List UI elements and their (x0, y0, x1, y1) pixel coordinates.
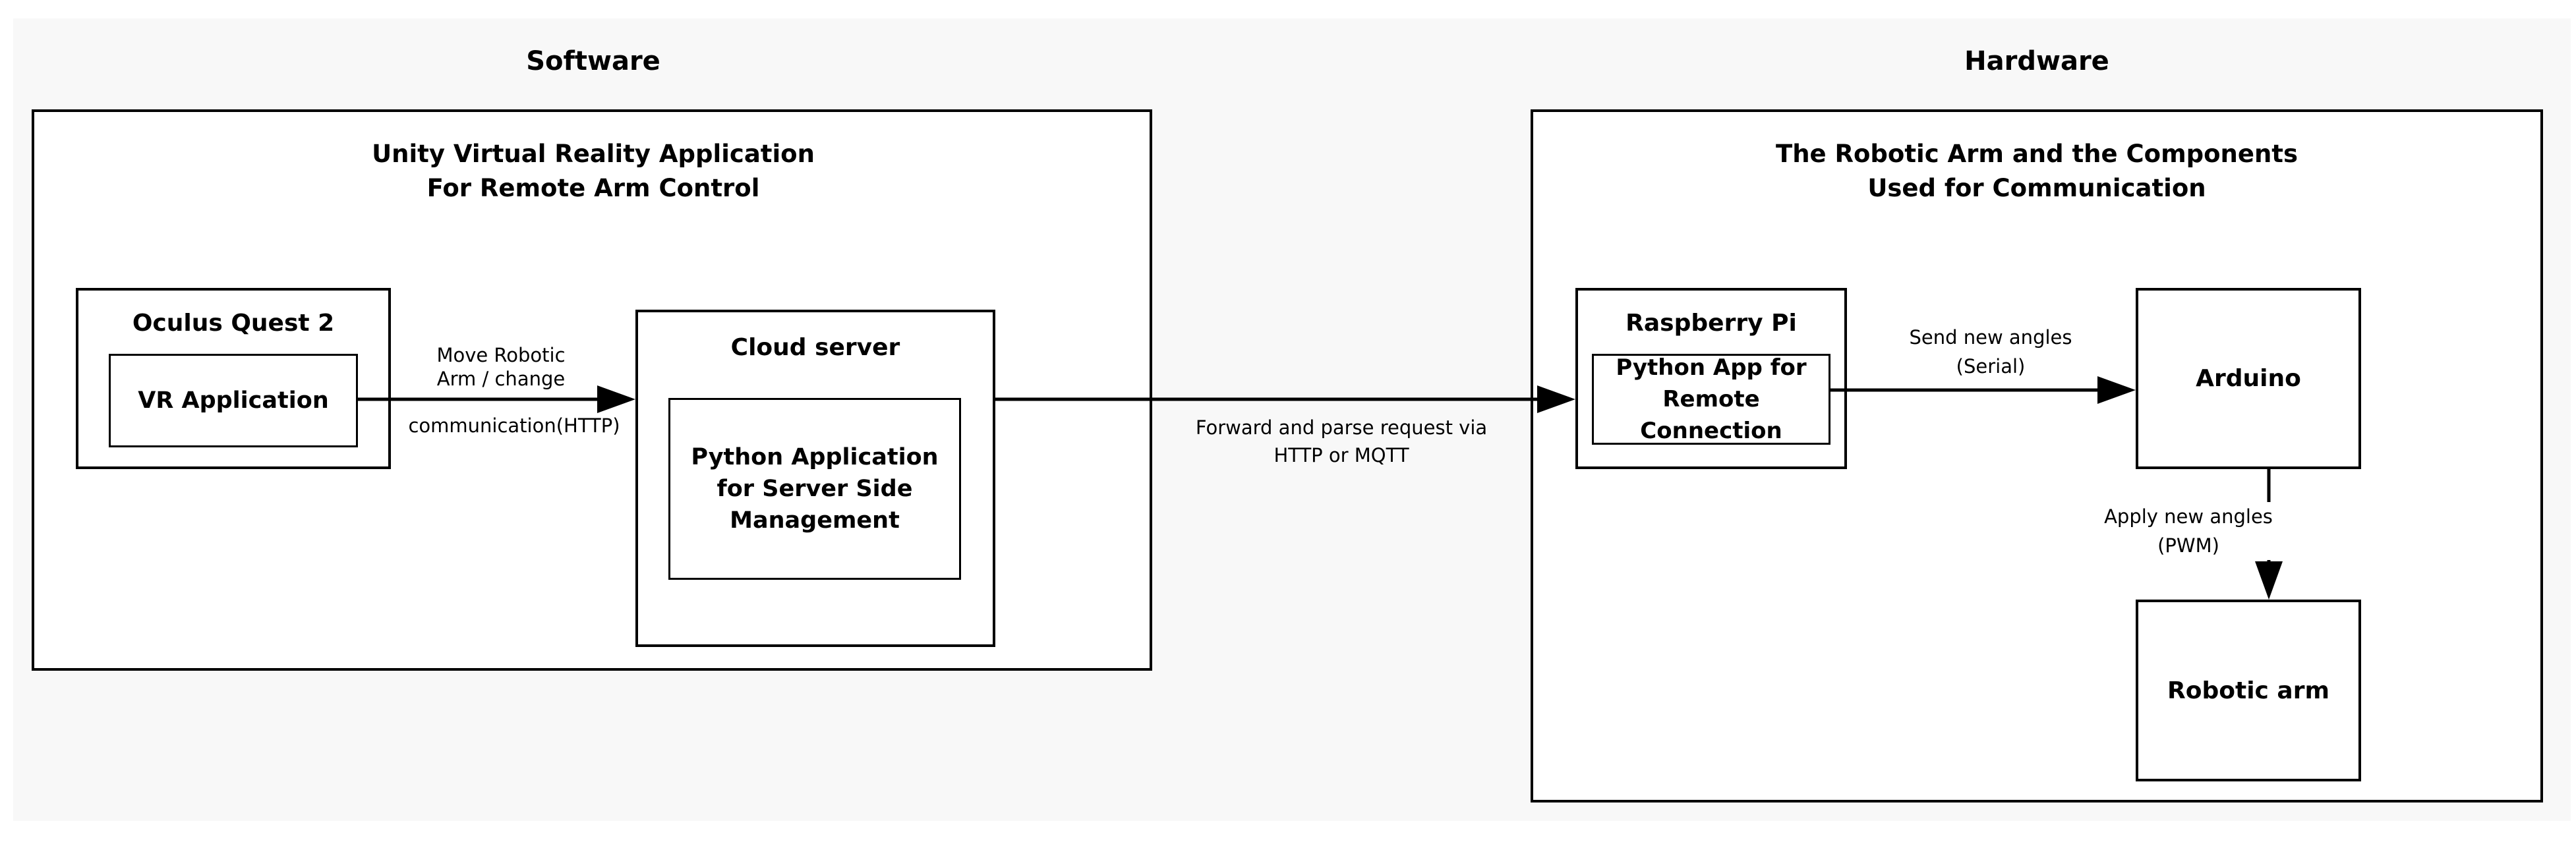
robotic-arm-box: Robotic arm (2136, 600, 2361, 781)
arduino-label: Arduino (2196, 365, 2301, 392)
python-remote-connection-box: Python App for Remote Connection (1592, 354, 1830, 445)
arrowhead-cloud-to-pi (1537, 385, 1575, 413)
oculus-quest-2-title: Oculus Quest 2 (132, 309, 335, 337)
software-container-title: Unity Virtual Reality Application For Re… (372, 140, 815, 202)
edge-label-move-robotic-arm: Move Robotic Arm / change (436, 344, 566, 390)
edge-label-send-new-angles: Send new angles (Serial) (1909, 326, 2072, 378)
server-side-management-label: Python Application for Server Side Manag… (691, 444, 939, 534)
arrowhead-vr-to-cloud (597, 385, 635, 413)
cloud-server-title: Cloud server (730, 333, 900, 361)
edge-label-communication-http: communication(HTTP) (408, 414, 620, 437)
software-heading: Software (526, 46, 660, 76)
edge-label-apply-new-angles: Apply new angles (PWM) (2090, 502, 2287, 560)
hardware-container-title: The Robotic Arm and the Components Used … (1775, 140, 2298, 202)
arrowhead-pi-to-arduino (2097, 376, 2136, 404)
vr-application-label: VR Application (138, 387, 329, 414)
arrowhead-arduino-to-arm (2255, 561, 2283, 600)
raspberry-pi-title: Raspberry Pi (1625, 309, 1797, 337)
hardware-heading: Hardware (1964, 46, 2109, 76)
python-remote-connection-label: Python App for Remote Connection (1616, 354, 1807, 444)
edge-label-forward-parse-request: Forward and parse request via HTTP or MQ… (1195, 416, 1488, 466)
server-side-management-box: Python Application for Server Side Manag… (668, 398, 961, 580)
robotic-arm-label: Robotic arm (2167, 677, 2329, 704)
vr-application-box: VR Application (109, 354, 358, 447)
arduino-box: Arduino (2136, 288, 2361, 469)
